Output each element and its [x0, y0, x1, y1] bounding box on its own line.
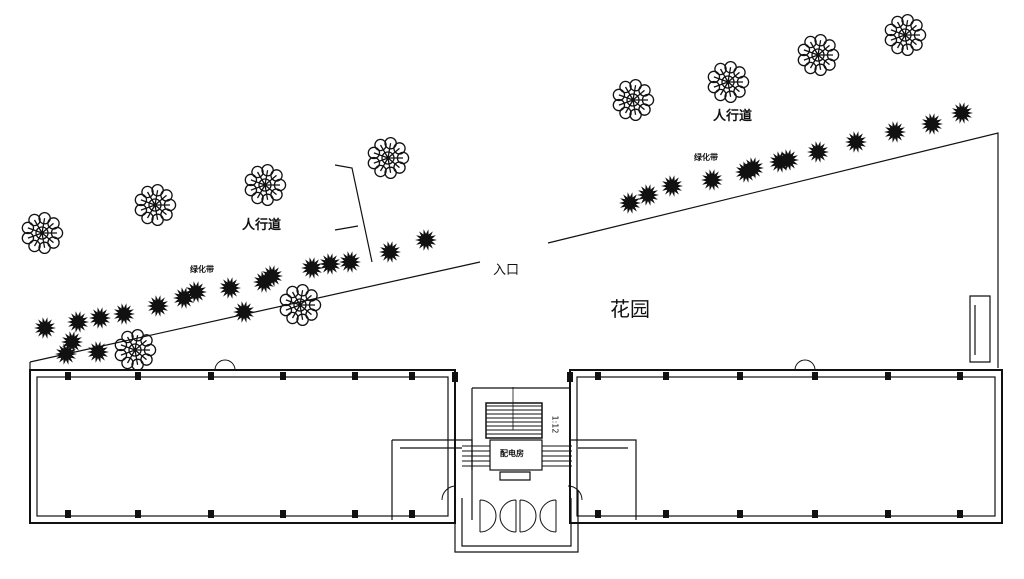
- door-swing: [441, 485, 583, 501]
- shrub-icon: [637, 184, 659, 206]
- greenbelt-label-right: 绿化带: [694, 153, 718, 162]
- power-room-label: 配电房: [500, 449, 524, 458]
- shrub-icon: [55, 343, 77, 365]
- shrub-icon: [845, 131, 867, 153]
- shrub-icon: [769, 151, 791, 173]
- shrub-icon: [233, 301, 255, 323]
- door-swing: [214, 359, 236, 371]
- shrub-icon: [253, 271, 275, 293]
- column: [885, 510, 891, 518]
- shrub-icon: [921, 113, 943, 135]
- shrub-icon: [87, 341, 109, 363]
- sidewalk-label-right: 人行道: [713, 109, 753, 124]
- tree-icon: [114, 328, 157, 372]
- door-swing: [794, 359, 816, 371]
- site-boundary-right: [547, 132, 999, 368]
- shrub-icon: [339, 251, 361, 273]
- column: [352, 372, 358, 380]
- shrub-icon: [951, 102, 973, 124]
- right-side-structure: [969, 295, 991, 363]
- shrub-icon: [884, 121, 906, 143]
- column: [135, 510, 141, 518]
- column: [957, 510, 963, 518]
- column: [663, 510, 669, 518]
- garden-label: 花园: [610, 297, 650, 321]
- column: [65, 372, 71, 380]
- column: [663, 372, 669, 380]
- column: [208, 510, 214, 518]
- column: [885, 372, 891, 380]
- shrub-icon: [113, 303, 135, 325]
- tree-icon: [21, 211, 64, 255]
- column: [595, 372, 601, 380]
- shrub-icon: [619, 192, 641, 214]
- column: [737, 510, 743, 518]
- survey-line: [334, 164, 373, 263]
- right-wing: [569, 369, 1003, 524]
- shrub-icon: [173, 287, 195, 309]
- column: [595, 510, 601, 518]
- greenbelt-label-left: 绿化带: [190, 265, 214, 274]
- column: [737, 372, 743, 380]
- shrub-icon: [61, 331, 83, 353]
- tree-icon: [884, 13, 927, 57]
- column: [280, 510, 286, 518]
- column: [957, 372, 963, 380]
- tree-icon: [279, 283, 322, 327]
- entrance-door: [519, 499, 537, 533]
- sidewalk-label-left: 人行道: [242, 218, 282, 233]
- shrub-icon: [807, 141, 829, 163]
- shrub-icon: [147, 295, 169, 317]
- shrub-icon: [89, 307, 111, 329]
- column: [812, 510, 818, 518]
- column: [208, 372, 214, 380]
- stair: [485, 402, 543, 439]
- shrub-icon: [185, 281, 207, 303]
- column: [65, 510, 71, 518]
- shrub-icon: [415, 229, 437, 251]
- ramp-slope-label: 1:12: [550, 415, 560, 434]
- shrub-icon: [219, 277, 241, 299]
- entrance-door: [499, 499, 517, 533]
- column: [812, 372, 818, 380]
- entrance-door: [479, 499, 497, 533]
- shrub-icon: [34, 317, 56, 339]
- tree-icon: [244, 163, 287, 207]
- shrub-icon: [777, 149, 799, 171]
- shrub-icon: [67, 311, 89, 333]
- entrance-porch: [454, 490, 579, 553]
- tree-icon: [707, 60, 750, 104]
- column: [135, 372, 141, 380]
- shrub-icon: [301, 257, 323, 279]
- shrub-icon: [701, 169, 723, 191]
- column: [409, 372, 415, 380]
- column: [280, 372, 286, 380]
- entrance-door: [539, 499, 557, 533]
- tree-icon: [797, 33, 840, 77]
- column: [452, 372, 458, 382]
- tree-icon: [367, 136, 410, 180]
- tree-icon: [134, 183, 177, 227]
- shrub-icon: [742, 157, 764, 179]
- tree-icon: [612, 78, 655, 122]
- shrub-icon: [661, 175, 683, 197]
- column: [409, 510, 415, 518]
- entrance-label: 入口: [493, 263, 520, 278]
- column: [567, 372, 573, 382]
- shrub-icon: [319, 253, 341, 275]
- shrub-icon: [379, 241, 401, 263]
- power-room: [489, 439, 543, 471]
- shrub-icon: [261, 265, 283, 287]
- column: [352, 510, 358, 518]
- left-wing: [29, 369, 456, 524]
